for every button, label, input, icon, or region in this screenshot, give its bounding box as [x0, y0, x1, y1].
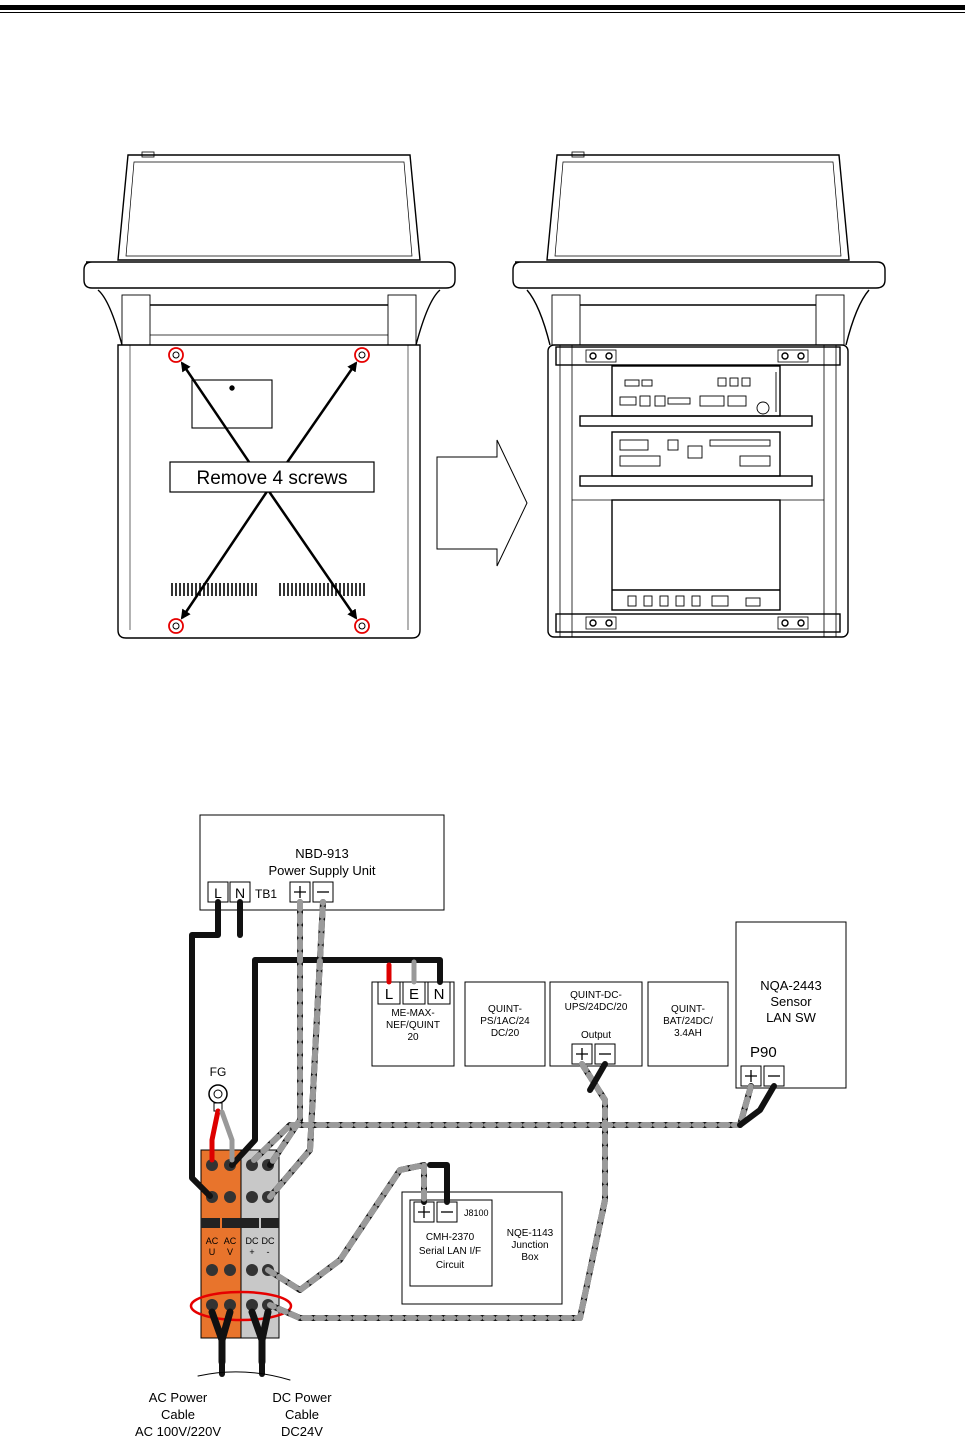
psu-tb1: TB1 — [255, 887, 277, 901]
psu-term-l-text: L — [214, 885, 222, 901]
quint-ups-label: QUINT-DC-UPS/24DC/20 — [565, 990, 628, 1013]
psu-model: NBD-913 — [295, 846, 348, 861]
junction-connector: J8100 — [464, 1208, 489, 1218]
remove-screws-text: Remove 4 screws — [197, 468, 348, 489]
psu-name: Power Supply Unit — [269, 863, 376, 878]
nqa-port: P90 — [750, 1044, 777, 1061]
psu-term-n-text: N — [235, 885, 245, 901]
cabinet-open — [513, 152, 885, 637]
transition-arrow — [437, 440, 527, 566]
me-max-term-e: E — [409, 986, 419, 1003]
me-max-term-l: L — [385, 986, 393, 1003]
quint-ups-output: Output — [581, 1030, 611, 1041]
wiring — [192, 902, 774, 1380]
fg-label: FG — [210, 1065, 227, 1079]
me-max-term-n: N — [434, 986, 445, 1003]
cabinet-closed — [84, 152, 455, 638]
